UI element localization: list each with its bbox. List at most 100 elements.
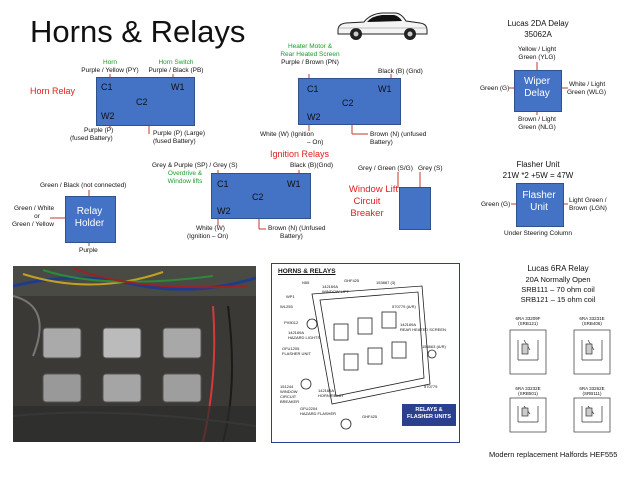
callout-10: 142169A [288,330,305,335]
heater-c2-wire-note: Battery) [370,139,393,146]
holder-left-wire-1: Green / White [14,205,55,212]
wiper-left-wire: Green (G) [480,85,510,92]
heater-pin-w1: W1 [378,84,392,94]
wiper-right-wire-1: White / Light [569,81,606,88]
flasher-right-wire-1: Light Green / [569,197,607,204]
heater-pin-w2: W2 [307,112,321,122]
horn-pin-c2: C2 [136,97,148,107]
window-lift-wire-1: Grey / Green (S/G) [358,165,413,172]
callout-14: GFU1205 [282,346,300,351]
callout-9: PX5012 [284,320,299,325]
holder-bottom-wire: Purple [79,247,98,254]
ignition-c1-sub-1: Overdrive & [167,170,203,177]
horn-c2-wire-note: (fused Battery) [153,138,196,145]
window-lift-breaker-box [399,187,431,230]
ignition-pin-c2: C2 [252,192,264,202]
parts-diagram-header: HORNS & RELAYS [278,268,336,275]
lucas-6ra-title: Lucas 6RA Relay [527,264,589,273]
holder-left-wire-2: Green / Yellow [12,221,54,228]
ignition-c2-wire-note: Battery) [280,233,303,240]
part-1-code: (SRB121) [518,321,538,326]
horn-w2-wire: Purple (P) [84,127,114,134]
callout-2: 142169A [322,284,339,289]
callout-18: WINDOW CIRCUIT BREAKER [280,389,300,404]
callout-8: 570779 (A/R) [392,304,416,309]
callout-4: GHF425 [344,278,360,283]
lucas-6ra-line-3: SRB121 – 15 ohm coil [520,295,596,304]
ignition-relay-box [211,173,311,219]
part-4-code: (SRB111) [582,391,602,396]
window-lift-wire-2: Grey (S) [418,165,443,172]
callout-3: WINDOW LIFT [322,289,349,294]
flasher-right-wire-2: Brown (LGN) [569,205,607,212]
relay-holder-label-1: Relay [76,206,103,217]
ignition-w2-wire: White (W) [196,225,225,232]
part-3-name: 6RA 33232E [515,386,541,391]
heater-w1-wire: Black (B) (Gnd) [378,68,423,75]
horn-pin-w1: W1 [171,82,185,92]
wiper-delay-label-1: Wiper [523,76,551,87]
ignition-pin-w2: W2 [217,206,231,216]
callout-15: FLASHER UNIT [282,351,311,356]
parts-diagram: HORNS & RELAYS N55 142169A WINDOW LIFT G… [271,263,460,443]
badge-line-1: RELAYS & [415,407,443,413]
part-4-name: 6RA 33262E [579,386,605,391]
wiper-delay-box [514,70,562,112]
holder-top-wire: Green / Black (not connected) [40,182,127,189]
flasher-left-wire: Green (G) [481,201,511,208]
wiper-bottom-wire-1: Brown / Light [518,116,556,123]
window-lift-title-2: Circuit [353,196,381,207]
ignition-c2-wire: Brown (N) (Unfused [268,225,326,232]
callout-12: 142169A [400,322,417,327]
heater-title-1: Heater Motor & [287,43,333,50]
horn-relay-title: Horn Relay [30,86,76,96]
horn-pin-w2: W2 [101,111,115,121]
part-2-code: (SRB406) [582,321,602,326]
wiper-delay-title: Lucas 2DA Delay [507,19,569,28]
heater-title-2: Rear Heated Screen [280,51,340,58]
ignition-w1-wire: Black (B)(Gnd) [290,162,333,169]
window-lift-title-3: Breaker [350,208,384,219]
parts-diagram-drawing [300,285,437,430]
relay-holder-box [65,196,116,243]
callout-20: HORN RELAY [318,393,344,398]
flasher-label-2: Unit [530,202,548,213]
callout-16: 154663 (A/R) [422,344,446,349]
ignition-relays-title: Ignition Relays [270,149,330,159]
heater-c1-wire: Purple / Brown (PN) [281,59,339,66]
lucas-6ra-footer: Modern replacement Halfords HEF555 [489,450,618,459]
ignition-c1-wire: Grey & Purple (SP) / Grey (S) [152,162,238,169]
flasher-location: Under Steering Column [504,230,572,237]
ignition-pin-c1: C1 [217,179,229,189]
heater-pin-c2: C2 [342,98,354,108]
heater-pin-c1: C1 [307,84,319,94]
window-lift-title-1: Window Lift [348,184,398,195]
flasher-unit-box [516,183,564,227]
horn-relay-box [96,77,195,126]
parts-diagram-badge: RELAYS & FLASHER UNITS [402,404,456,426]
part-3-code: (SRB501) [518,391,538,396]
flasher-label-1: Flasher [522,190,556,201]
horn-switch-wire: Purple / Black (PB) [148,67,204,74]
wiper-right-wire-2: Green (WLG) [567,89,607,96]
wiper-top-wire-2: Green (YLG) [518,54,556,61]
relay-photo [13,266,256,442]
lucas-6ra-line-1: 20A Normally Open [525,275,591,284]
callout-13: REAR HEATED SCREEN [400,327,446,332]
heater-w2-wire-note: – On) [307,139,324,146]
part-1-name: 6RA 33209F [515,316,541,321]
relay-holder-label-2: Holder [74,218,105,229]
horn-c2-wire: Purple (P) (Large) [153,130,206,137]
ignition-w2-wire-note: (Ignition – On) [187,233,229,240]
flasher-formula: 21W *2 +5W = 47W [502,171,574,180]
wiper-delay-part: 35062A [524,30,552,39]
horn-label: Horn [102,59,118,66]
horn-w2-wire-note: (fused Battery) [70,135,113,142]
callout-21: 570779 [424,384,438,389]
heater-w2-wire: White (W) (Ignition [260,131,314,138]
part-2-name: 6RA 33231E [579,316,605,321]
horn-switch-label: Horn Switch [158,59,194,66]
callout-17: 151244 [280,384,294,389]
callout-19: 142169A [318,388,335,393]
callout-22: GFU2204 [300,406,318,411]
